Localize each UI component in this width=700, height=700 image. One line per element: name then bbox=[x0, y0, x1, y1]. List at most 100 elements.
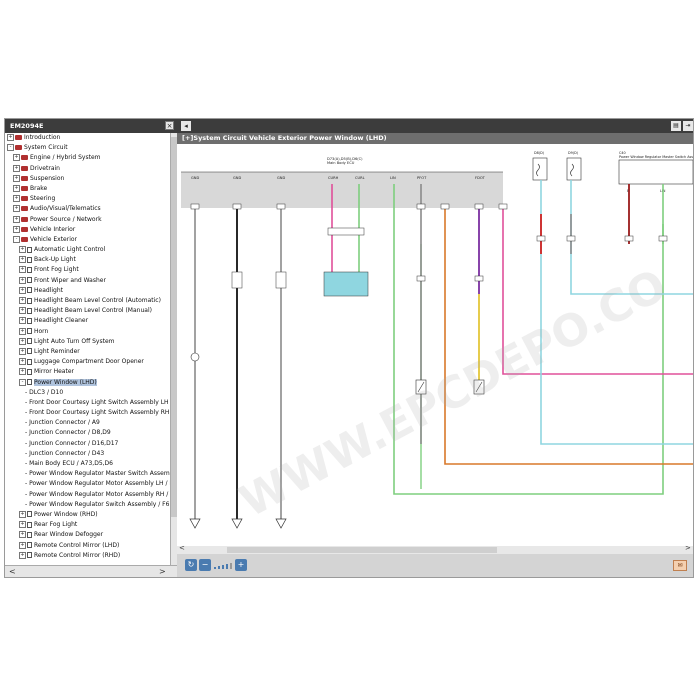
tree-item[interactable]: +Vehicle Interior bbox=[5, 225, 170, 235]
document-icon bbox=[27, 246, 32, 253]
expand-icon[interactable]: + bbox=[13, 174, 20, 182]
tree-item[interactable]: - Front Door Courtesy Light Switch Assem… bbox=[5, 398, 170, 408]
tree-item[interactable]: +Light Reminder bbox=[5, 347, 170, 357]
tree-item[interactable]: - Power Window Regulator Master Switch A… bbox=[5, 469, 170, 479]
tree-item[interactable]: - Junction Connector / A9 bbox=[5, 418, 170, 428]
zoom-out-icon[interactable]: − bbox=[199, 559, 211, 571]
expand-icon[interactable]: + bbox=[19, 276, 26, 284]
tree-item[interactable]: +Remote Control Mirror (RHD) bbox=[5, 551, 170, 561]
tree-item[interactable]: +Light Auto Turn Off System bbox=[5, 337, 170, 347]
ecu-pin-label: GND bbox=[277, 176, 285, 180]
diagram-scroll-thumb[interactable] bbox=[227, 547, 497, 553]
tree-item-label: Steering bbox=[30, 195, 56, 203]
tree-item[interactable]: - DLC3 / D10 bbox=[5, 388, 170, 398]
tree-horizontal-scrollbar[interactable]: < > bbox=[5, 565, 177, 577]
diagram-horizontal-scrollbar[interactable]: < > bbox=[177, 544, 693, 554]
tree-item[interactable]: +Headlight Beam Level Control (Manual) bbox=[5, 306, 170, 316]
expand-icon[interactable]: + bbox=[19, 531, 26, 539]
refresh-icon[interactable]: ↻ bbox=[185, 559, 197, 571]
tree-item[interactable]: - Front Door Courtesy Light Switch Assem… bbox=[5, 408, 170, 418]
tree-scroll-thumb[interactable] bbox=[171, 137, 177, 517]
tree-item[interactable]: + Rear Window Defogger bbox=[5, 530, 170, 540]
comment-icon[interactable]: ✉ bbox=[673, 560, 687, 571]
expand-icon[interactable]: + bbox=[13, 184, 20, 192]
tree-item[interactable]: +Rear Fog Light bbox=[5, 520, 170, 530]
tree-item[interactable]: +Headlight Beam Level Control (Automatic… bbox=[5, 296, 170, 306]
diagram-scroll-right[interactable]: > bbox=[685, 544, 691, 552]
tree-item[interactable]: + Steering bbox=[5, 194, 170, 204]
diagram-scroll-left[interactable]: < bbox=[179, 544, 185, 552]
tree-item[interactable]: +Brake bbox=[5, 184, 170, 194]
tree-item[interactable]: +Front Wiper and Washer bbox=[5, 276, 170, 286]
collapse-icon[interactable]: - bbox=[13, 235, 20, 243]
tree-item[interactable]: - Main Body ECU / A73,D5,D6 bbox=[5, 459, 170, 469]
tree-item-label: Introduction bbox=[24, 134, 61, 141]
tree-item[interactable]: - Power Window Regulator Motor Assembly … bbox=[5, 479, 170, 489]
expand-icon[interactable]: + bbox=[19, 256, 26, 264]
close-panel-button[interactable]: × bbox=[165, 121, 174, 130]
tree-item[interactable]: +Headlight bbox=[5, 286, 170, 296]
expand-icon[interactable]: + bbox=[19, 541, 26, 549]
tree-item[interactable]: +Remote Control Mirror (LHD) bbox=[5, 541, 170, 551]
watermark: WWW.EPCDEPO.CO bbox=[232, 260, 675, 528]
expand-icon[interactable]: + bbox=[13, 154, 20, 162]
collapse-icon[interactable]: - bbox=[19, 378, 26, 386]
expand-icon[interactable]: + bbox=[19, 521, 26, 529]
tree-item[interactable]: +Suspension bbox=[5, 174, 170, 184]
back-button[interactable]: ◂ bbox=[181, 121, 191, 131]
tree-item-label: Back-Up Light bbox=[34, 256, 76, 264]
expand-icon[interactable]: + bbox=[19, 246, 26, 254]
tree-item[interactable]: +Automatic Light Control bbox=[5, 245, 170, 255]
tree-item[interactable]: +Luggage Compartment Door Opener bbox=[5, 357, 170, 367]
tree-item[interactable]: +Engine / Hybrid System bbox=[5, 153, 170, 163]
expand-icon[interactable]: + bbox=[19, 266, 26, 274]
tree-item[interactable]: +Front Fog Light bbox=[5, 265, 170, 275]
expand-icon[interactable]: + bbox=[19, 317, 26, 325]
tree-item[interactable]: +Horn bbox=[5, 327, 170, 337]
expand-icon[interactable]: + bbox=[7, 134, 14, 141]
tree-item[interactable]: -Vehicle Exterior bbox=[5, 235, 170, 245]
expand-icon[interactable]: + bbox=[19, 368, 26, 376]
tree-item[interactable]: - Power Window Regulator Switch Assembly… bbox=[5, 500, 170, 510]
wires bbox=[194, 180, 693, 519]
tree-item-label: - Main Body ECU / A73,D5,D6 bbox=[25, 460, 113, 467]
tree-item-label: Rear Window Defogger bbox=[34, 531, 104, 539]
tree-item[interactable]: +Headlight Cleaner bbox=[5, 316, 170, 326]
expand-icon[interactable]: + bbox=[19, 307, 26, 315]
tree-item[interactable]: + Introduction bbox=[5, 133, 170, 143]
tree-item[interactable]: - Junction Connector / D43 bbox=[5, 449, 170, 459]
expand-icon[interactable]: + bbox=[13, 225, 20, 233]
expand-icon[interactable]: + bbox=[13, 164, 20, 172]
scroll-right-button[interactable]: > bbox=[159, 567, 166, 576]
tree-item[interactable]: -Power Window (LHD) bbox=[5, 378, 170, 388]
print-icon[interactable]: ▤ bbox=[671, 121, 681, 131]
exit-icon[interactable]: ⇥ bbox=[683, 121, 693, 131]
expand-icon[interactable]: + bbox=[19, 347, 26, 355]
tree-item[interactable]: +Power Window (RHD) bbox=[5, 510, 170, 520]
expand-icon[interactable]: + bbox=[13, 205, 20, 213]
tree-item[interactable]: - Junction Connector / D16,D17 bbox=[5, 439, 170, 449]
tree-item[interactable]: +Mirror Heater bbox=[5, 367, 170, 377]
tree-item[interactable]: - Junction Connector / D8,D9 bbox=[5, 428, 170, 438]
expand-icon[interactable]: + bbox=[19, 327, 26, 335]
tree-item[interactable]: +Audio/Visual/Telematics bbox=[5, 204, 170, 214]
tree-vertical-scrollbar[interactable] bbox=[171, 133, 177, 565]
expand-icon[interactable]: + bbox=[19, 286, 26, 294]
expand-icon[interactable]: + bbox=[19, 510, 26, 518]
tree-item[interactable]: -System Circuit bbox=[5, 143, 170, 153]
tree-item[interactable]: +Drivetrain bbox=[5, 164, 170, 174]
expand-icon[interactable]: + bbox=[13, 195, 20, 203]
expand-icon[interactable]: + bbox=[13, 215, 20, 223]
expand-icon[interactable]: + bbox=[19, 337, 26, 345]
expand-icon[interactable]: + bbox=[19, 551, 26, 559]
zoom-level-indicator[interactable] bbox=[214, 563, 232, 569]
expand-icon[interactable]: + bbox=[19, 358, 26, 366]
tree-item[interactable]: + Back-Up Light bbox=[5, 255, 170, 265]
tree-item[interactable]: +Power Source / Network bbox=[5, 215, 170, 225]
expand-icon[interactable]: + bbox=[19, 297, 26, 304]
tree-item[interactable]: - Power Window Regulator Motor Assembly … bbox=[5, 490, 170, 500]
scroll-left-button[interactable]: < bbox=[9, 567, 16, 576]
zoom-in-icon[interactable]: + bbox=[235, 559, 247, 571]
collapse-icon[interactable]: - bbox=[7, 144, 14, 152]
